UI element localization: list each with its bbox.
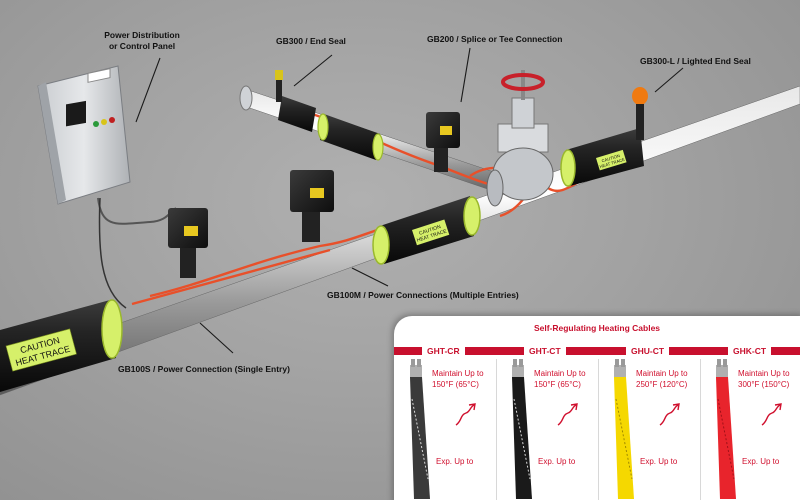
- cable-name-ghk-ct: GHK-CT: [728, 345, 772, 357]
- caution-label-right-line-1: CAUTION: [601, 153, 620, 163]
- cable-card-ghu-ct: Maintain Up to 250°F (120°C) Exp. Up to: [600, 359, 698, 499]
- cable-image-ght-ct: [512, 359, 532, 499]
- junction-box-splice: [426, 112, 460, 172]
- cable-maintain-ghu-ct: Maintain Up to: [636, 369, 688, 378]
- caution-label-large: CAUTION HEAT TRACE: [5, 328, 77, 372]
- insulation-ring-e: [372, 133, 384, 161]
- callout-lighted-seal: GB300-L / Lighted End Seal: [640, 56, 751, 66]
- cable-maintain-ghk-ct: Maintain Up to: [738, 369, 790, 378]
- trend-arrow-icon: [455, 403, 476, 426]
- box-warning-label-1: [184, 226, 198, 236]
- leader-line-single-entry: [199, 322, 234, 354]
- callout-multi-entry: GB100M / Power Connections (Multiple Ent…: [327, 290, 519, 300]
- leader-line-lighted-seal: [654, 67, 684, 93]
- box-warning-label-2: [310, 188, 324, 198]
- cable-maintain-value-ght-ct: 150°F (65°C): [534, 380, 581, 389]
- junction-box-single-entry: [168, 208, 208, 278]
- callout-single-entry: GB100S / Power Connection (Single Entry): [118, 364, 290, 374]
- valve-handwheel: [501, 73, 545, 91]
- panel-indicator-yellow: [101, 119, 107, 125]
- trend-arrow-icon: [557, 403, 578, 426]
- cable-card-ghk-ct: Maintain Up to 300°F (150°C) Exp. Up to: [702, 359, 800, 499]
- callout-power-panel: Power Distribution or Control Panel: [92, 30, 192, 52]
- cable-name-ght-ct: GHT-CT: [524, 345, 566, 357]
- cable-maintain-value-ghu-ct: 250°F (120°C): [636, 380, 688, 389]
- panel-title: Self-Regulating Heating Cables: [533, 323, 661, 333]
- leader-lines: [135, 47, 684, 354]
- panel-nameplate: [87, 68, 111, 83]
- leader-line-splice: [460, 47, 471, 103]
- lighted-end-seal: [632, 87, 648, 140]
- callout-power-panel-line-2: or Control Panel: [108, 41, 176, 51]
- cable-card-ght-cr: Maintain Up to 150°F (65°C) Exp. Up to: [396, 359, 494, 499]
- cable-maintain-ght-ct: Maintain Up to: [534, 369, 586, 378]
- insulation-ring-d: [317, 113, 329, 141]
- cable-maintain-value-ghk-ct: 300°F (150°C): [738, 380, 790, 389]
- callout-end-seal: GB300 / End Seal: [276, 36, 346, 46]
- cable-card-ght-ct: Maintain Up to 150°F (65°C) Exp. Up to: [498, 359, 596, 499]
- cable-maintain-value-ght-cr: 150°F (65°C): [432, 380, 479, 389]
- leader-line-power-panel: [135, 57, 161, 123]
- cable-maintain-ght-cr: Maintain Up to: [432, 369, 484, 378]
- panel-separator-2: [598, 359, 599, 500]
- cable-image-ghu-ct: [614, 359, 634, 499]
- panel-display: [66, 100, 86, 127]
- box-warning-label-3: [440, 126, 452, 135]
- heating-cables-panel: Self-Regulating Heating Cables GHT-CR GH…: [394, 316, 800, 500]
- cable-name-ghu-ct: GHU-CT: [626, 345, 670, 357]
- insulation-segment-branch-2: [320, 114, 380, 160]
- cable-image-ghk-ct: [716, 359, 736, 499]
- panel-separator-1: [496, 359, 497, 500]
- insulation-ring-c: [560, 149, 576, 187]
- insulation-segment-branch-1: [278, 96, 316, 132]
- panel-indicator-red: [109, 117, 115, 123]
- lighted-seal-lamp: [632, 87, 648, 105]
- insulation-end-ring: [101, 299, 123, 359]
- branch-pipe-flange-end: [239, 85, 253, 111]
- cable-exposure-ght-ct: Exp. Up to: [538, 457, 576, 466]
- leader-line-end-seal: [293, 54, 333, 87]
- insulation-ring-b: [463, 196, 481, 236]
- insulation-ring-a: [372, 225, 390, 265]
- leader-line-multi-entry: [351, 267, 389, 287]
- control-panel-cabinet: [37, 65, 177, 309]
- cable-image-ght-cr: [410, 359, 430, 499]
- power-feed-cable: [98, 197, 127, 309]
- end-seal: [275, 70, 283, 102]
- trend-arrow-icon: [761, 403, 782, 426]
- conduit-to-box: [97, 197, 177, 225]
- cable-exposure-ghu-ct: Exp. Up to: [640, 457, 678, 466]
- gate-valve: [486, 70, 554, 207]
- callout-power-panel-line-1: Power Distribution: [104, 30, 180, 40]
- panel-header-bar: [394, 347, 800, 355]
- cable-name-ght-cr: GHT-CR: [422, 345, 465, 357]
- panel-indicator-green: [93, 121, 99, 127]
- cable-exposure-ghk-ct: Exp. Up to: [742, 457, 780, 466]
- junction-box-multi-entry: [290, 170, 334, 242]
- panel-separator-3: [700, 359, 701, 500]
- trend-arrow-icon: [659, 403, 680, 426]
- callout-splice: GB200 / Splice or Tee Connection: [427, 34, 563, 44]
- cable-exposure-ght-cr: Exp. Up to: [436, 457, 474, 466]
